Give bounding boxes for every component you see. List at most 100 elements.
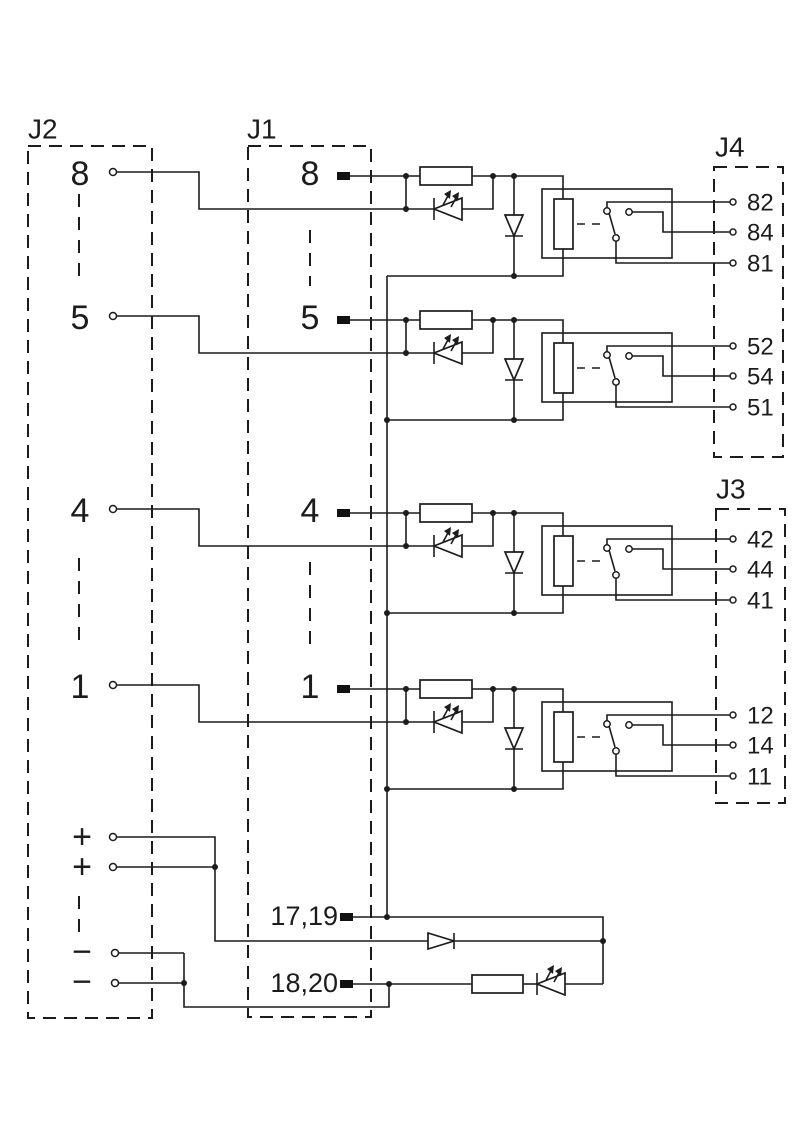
connector-j1-label: J1 <box>247 114 277 145</box>
switch-lever <box>608 356 616 379</box>
terminal-81-label: 81 <box>747 251 774 278</box>
terminal-82-label: 82 <box>747 190 774 217</box>
diode-icon <box>504 358 524 381</box>
j3-terminal <box>729 741 737 749</box>
power-section: + + 17,19 18,20 − − <box>72 818 606 1008</box>
resistor-icon <box>471 974 524 994</box>
j3-terminal <box>729 596 737 604</box>
relay-body <box>541 701 673 772</box>
terminal-52-label: 52 <box>747 334 774 361</box>
j3-terminal <box>729 711 737 719</box>
j2-positive-terminal <box>108 862 118 872</box>
relay-channel-5: 5 5 52 54 51 <box>71 299 774 423</box>
diode-icon <box>504 551 524 574</box>
j2-pin-minus-label: − <box>72 933 92 971</box>
j1-pin-1-label: 1 <box>301 668 320 706</box>
contact-nc-wire <box>632 211 730 233</box>
j2-pin-terminal <box>108 167 118 177</box>
terminal-14-label: 14 <box>747 733 774 760</box>
j2-positive-terminal <box>108 832 118 842</box>
relay-channel-1: 1 1 12 14 11 <box>71 668 774 792</box>
contact-common-wire <box>615 754 730 777</box>
resistor-icon <box>419 166 473 186</box>
relay-coil <box>553 535 574 587</box>
j1-pin-terminal <box>340 980 353 988</box>
resistor-icon <box>419 679 473 699</box>
j2-pin-1-label: 1 <box>71 668 90 706</box>
connector-j1-box: J1 <box>247 114 372 1018</box>
j4-terminal <box>729 372 737 380</box>
relay-body <box>541 332 673 403</box>
switch-lever <box>608 212 616 235</box>
j3-terminal <box>729 772 737 780</box>
contact-common-wire <box>615 241 730 264</box>
j2-pin-8-label: 8 <box>71 155 90 193</box>
relay-coil <box>553 198 574 250</box>
j1-pin-terminal <box>340 913 353 921</box>
j2-pin-terminal <box>108 311 118 321</box>
j1-pin-terminal <box>337 316 350 324</box>
j2-pin-minus-label: − <box>72 963 92 1001</box>
relay-coil <box>553 711 574 763</box>
terminal-42-label: 42 <box>747 527 774 554</box>
contact-no-wire <box>606 538 730 545</box>
j1-pin-terminal <box>337 685 350 693</box>
j2-pin-5-label: 5 <box>71 299 90 337</box>
diode-icon <box>504 727 524 750</box>
contact-nc-wire <box>632 548 730 570</box>
connector-j3-label: J3 <box>716 474 746 505</box>
led-icon <box>536 964 566 996</box>
j4-terminal <box>729 259 737 267</box>
j2-negative-terminal <box>110 978 120 988</box>
j1-pin-1719-label: 17,19 <box>270 901 338 931</box>
relay-body <box>541 525 673 596</box>
j1-pin-5-label: 5 <box>301 299 320 337</box>
j1-pin-8-label: 8 <box>301 155 320 193</box>
connector-j4-box: J4 <box>713 132 784 458</box>
contact-no-wire <box>606 714 730 721</box>
terminal-51-label: 51 <box>747 395 774 422</box>
j2-pin-4-label: 4 <box>71 492 90 530</box>
j1-pin-terminal <box>337 509 350 517</box>
common-return-bus <box>384 276 390 920</box>
j2-negative-terminal <box>110 948 120 958</box>
j4-terminal <box>729 228 737 236</box>
connector-j4-label: J4 <box>715 132 745 163</box>
connector-j2-label: J2 <box>28 114 58 145</box>
contact-nc-wire <box>632 355 730 377</box>
contact-no-wire <box>606 201 730 208</box>
j1-pin-terminal <box>337 172 350 180</box>
j1-pin-4-label: 4 <box>301 492 320 530</box>
contact-common-wire <box>615 578 730 601</box>
relay-channel-4: 4 4 42 44 41 <box>71 492 774 616</box>
resistor-icon <box>419 310 473 330</box>
contact-common-wire <box>615 385 730 408</box>
j3-terminal <box>729 565 737 573</box>
diode-icon <box>427 932 455 950</box>
terminal-11-label: 11 <box>747 764 772 791</box>
terminal-84-label: 84 <box>747 220 774 247</box>
j4-terminal <box>729 403 737 411</box>
j1-pin-1820-label: 18,20 <box>270 968 338 998</box>
resistor-icon <box>419 503 473 523</box>
terminal-44-label: 44 <box>747 557 774 584</box>
j2-pin-terminal <box>108 680 118 690</box>
connector-j2-box: J2 <box>27 114 153 1019</box>
connector-j3-box: J3 <box>715 474 786 804</box>
contact-nc-wire <box>632 724 730 746</box>
j4-terminal <box>729 342 737 350</box>
switch-lever <box>608 725 616 748</box>
diode-icon <box>504 214 524 237</box>
terminal-54-label: 54 <box>747 364 774 391</box>
led-icon <box>433 189 463 221</box>
j4-terminal <box>729 198 737 206</box>
led-icon <box>433 333 463 365</box>
j2-pin-plus-label: + <box>72 848 92 886</box>
j3-terminal <box>729 535 737 543</box>
terminal-12-label: 12 <box>747 703 774 730</box>
terminal-41-label: 41 <box>747 588 774 615</box>
j2-pin-plus-label: + <box>72 818 92 856</box>
j2-pin-terminal <box>108 504 118 514</box>
